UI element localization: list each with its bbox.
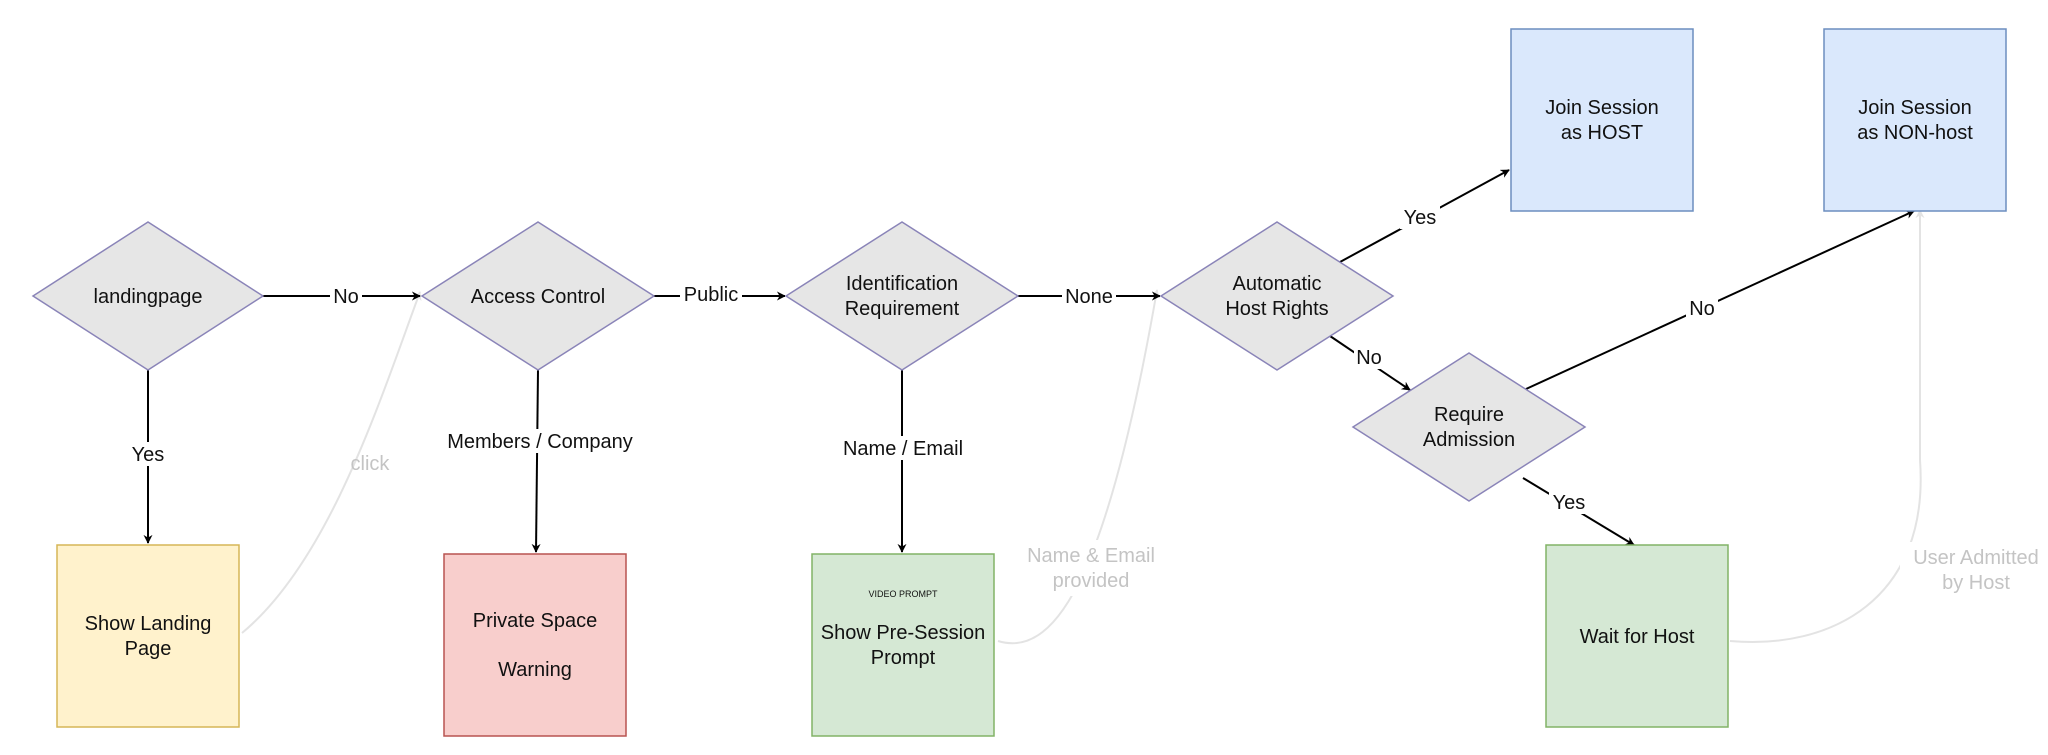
box-join-nonhost-line1: Join Session (1858, 97, 1971, 119)
decision-automatic-host-rights[interactable]: Automatic Host Rights (1159, 221, 1395, 371)
decision-require-admission-line2: Admission (1423, 429, 1515, 451)
decision-access-control-label: Access Control (471, 286, 606, 308)
edge-label-auto-yes-text: Yes (1404, 207, 1437, 229)
decision-landingpage-label: landingpage (94, 286, 203, 308)
decision-landingpage[interactable]: landingpage (31, 221, 265, 371)
edge-label-access-public-text: Public (684, 284, 738, 306)
decision-require-admission[interactable]: Require Admission (1351, 352, 1587, 502)
edge-label-admission-yes: Yes (1549, 490, 1589, 514)
edge-label-landing-yes: Yes (128, 442, 168, 466)
edge-label-user-admitted-line2: by Host (1942, 572, 2010, 594)
decision-identification-line1: Identification (846, 273, 958, 295)
box-join-host-line2: as HOST (1561, 122, 1643, 144)
edge-label-ident-name-email-text: Name / Email (843, 438, 963, 460)
box-private-warning-line2: Warning (498, 659, 572, 681)
decision-identification-line2: Requirement (845, 298, 960, 320)
box-show-landing-line1: Show Landing (85, 613, 212, 635)
edge-label-click: click (351, 453, 391, 475)
decision-access-control[interactable]: Access Control (420, 221, 656, 371)
edge-label-name-email-provided: Name & Email provided (1012, 540, 1172, 596)
edge-label-user-admitted-line1: User Admitted (1913, 547, 2039, 569)
edge-label-ident-none: None (1062, 284, 1116, 308)
decision-auto-host-line2: Host Rights (1225, 298, 1328, 320)
edge-label-access-members-text: Members / Company (447, 431, 633, 453)
edge-label-admission-no: No (1686, 296, 1718, 320)
edge-label-name-email-provided-line1: Name & Email (1027, 545, 1155, 567)
edge-label-admission-yes-text: Yes (1553, 492, 1586, 514)
box-private-warning-line1: Private Space (473, 610, 598, 632)
box-join-nonhost-line2: as NON-host (1857, 122, 1973, 144)
edge-label-auto-no: No (1354, 345, 1384, 369)
edge-label-user-admitted: User Admitted by Host (1900, 542, 2044, 598)
box-pre-session-caption: VIDEO PROMPT (868, 589, 938, 599)
edge-label-click-text: click (351, 453, 391, 475)
box-show-pre-session-prompt[interactable]: VIDEO PROMPT Show Pre-Session Prompt (811, 553, 995, 737)
box-pre-session-line2: Prompt (871, 647, 936, 669)
edge-label-access-members: Members / Company (440, 429, 640, 453)
box-join-session-nonhost[interactable]: Join Session as NON-host (1823, 28, 2007, 212)
edge-label-auto-yes: Yes (1400, 205, 1440, 229)
box-wait-for-host-label: Wait for Host (1580, 626, 1695, 648)
box-join-session-host[interactable]: Join Session as HOST (1510, 28, 1694, 212)
edge-label-access-public: Public (680, 282, 742, 306)
box-private-space-warning[interactable]: Private Space Warning (443, 553, 627, 737)
edge-user-admitted (1729, 209, 1925, 643)
box-show-landing-page[interactable]: Show Landing Page (56, 544, 240, 728)
edge-label-admission-no-text: No (1689, 298, 1715, 320)
edge-admission-no (1525, 210, 1915, 390)
box-join-host-line1: Join Session (1545, 97, 1658, 119)
edge-label-name-email-provided-line2: provided (1053, 570, 1130, 592)
decision-auto-host-line1: Automatic (1233, 273, 1322, 295)
decision-require-admission-line1: Require (1434, 404, 1504, 426)
edge-label-landing-no: No (330, 284, 362, 308)
box-wait-for-host[interactable]: Wait for Host (1545, 544, 1729, 728)
edge-access-members (531, 369, 541, 553)
edge-label-landing-yes-text: Yes (132, 444, 165, 466)
box-pre-session-line1: Show Pre-Session (821, 622, 986, 644)
decision-identification-requirement[interactable]: Identification Requirement (784, 221, 1020, 371)
edge-label-ident-name-email: Name / Email (838, 436, 966, 460)
edge-label-landing-no-text: No (333, 286, 359, 308)
box-show-landing-line2: Page (125, 638, 172, 660)
edge-label-ident-none-text: None (1065, 286, 1113, 308)
edge-click (241, 291, 422, 634)
edge-label-auto-no-text: No (1356, 347, 1382, 369)
